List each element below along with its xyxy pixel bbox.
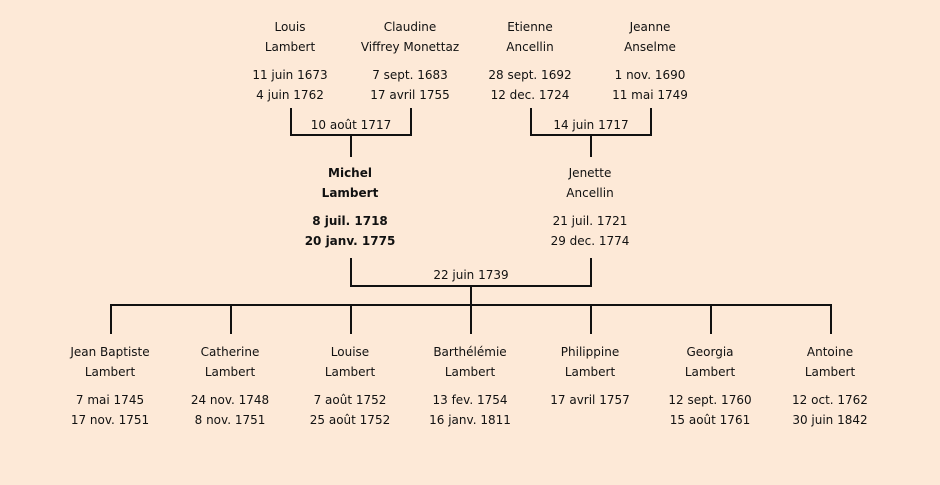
death-date: 17 nov. 1751 [70, 413, 150, 427]
first-name: Etienne [507, 20, 553, 34]
birth-date: 7 août 1752 [313, 393, 387, 407]
birth-date: 11 juin 1673 [252, 68, 328, 82]
death-date: 11 mai 1749 [612, 88, 688, 102]
death-date: 29 dec. 1774 [550, 234, 630, 248]
last-name: Viffrey Monettaz [360, 40, 460, 54]
first-name: Jeanne [629, 20, 671, 34]
birth-date: 12 oct. 1762 [792, 393, 868, 407]
death-date: 8 nov. 1751 [194, 413, 266, 427]
birth-date: 1 nov. 1690 [614, 68, 686, 82]
death-date: 25 août 1752 [309, 413, 391, 427]
first-name: Louise [330, 345, 370, 359]
last-name: Lambert [324, 365, 376, 379]
first-name: Louis [274, 20, 306, 34]
last-name: Anselme [624, 40, 676, 54]
first-name: Jean Baptiste [70, 345, 150, 359]
marriage-date: 10 août 1717 [310, 118, 392, 132]
birth-date: 21 juil. 1721 [552, 214, 628, 228]
birth-date: 13 fev. 1754 [432, 393, 508, 407]
last-name: Lambert [444, 365, 496, 379]
death-date: 20 janv. 1775 [304, 234, 396, 248]
first-name: Barthélémie [433, 345, 507, 359]
last-name: Lambert [84, 365, 136, 379]
last-name: Lambert [564, 365, 616, 379]
first-name: Georgia [686, 345, 734, 359]
death-date [520, 410, 660, 430]
last-name: Lambert [684, 365, 736, 379]
death-date: 4 juin 1762 [256, 88, 324, 102]
death-date: 17 avril 1755 [370, 88, 450, 102]
last-name: Lambert [264, 40, 316, 54]
birth-date: 28 sept. 1692 [488, 68, 572, 82]
first-name: Jenette [568, 166, 612, 180]
last-name: Lambert [204, 365, 256, 379]
birth-date: 12 sept. 1760 [668, 393, 752, 407]
first-name: Claudine [383, 20, 437, 34]
death-date: 16 janv. 1811 [429, 413, 511, 427]
last-name: Ancellin [566, 186, 614, 200]
birth-date: 24 nov. 1748 [190, 393, 270, 407]
last-name: Ancellin [506, 40, 554, 54]
death-date: 12 dec. 1724 [490, 88, 570, 102]
birth-date: 8 juil. 1718 [312, 214, 388, 228]
last-name: Lambert [804, 365, 856, 379]
first-name: Catherine [200, 345, 260, 359]
birth-date: 7 sept. 1683 [372, 68, 448, 82]
birth-date: 7 mai 1745 [75, 393, 145, 407]
birth-date: 17 avril 1757 [550, 393, 630, 407]
first-name: Antoine [806, 345, 854, 359]
marriage-date: 14 juin 1717 [553, 118, 629, 132]
first-name: Philippine [560, 345, 620, 359]
death-date: 15 août 1761 [669, 413, 751, 427]
marriage-date: 22 juin 1739 [433, 268, 509, 282]
death-date: 30 juin 1842 [792, 413, 868, 427]
first-name: Michel [328, 166, 372, 180]
last-name: Lambert [321, 186, 379, 200]
